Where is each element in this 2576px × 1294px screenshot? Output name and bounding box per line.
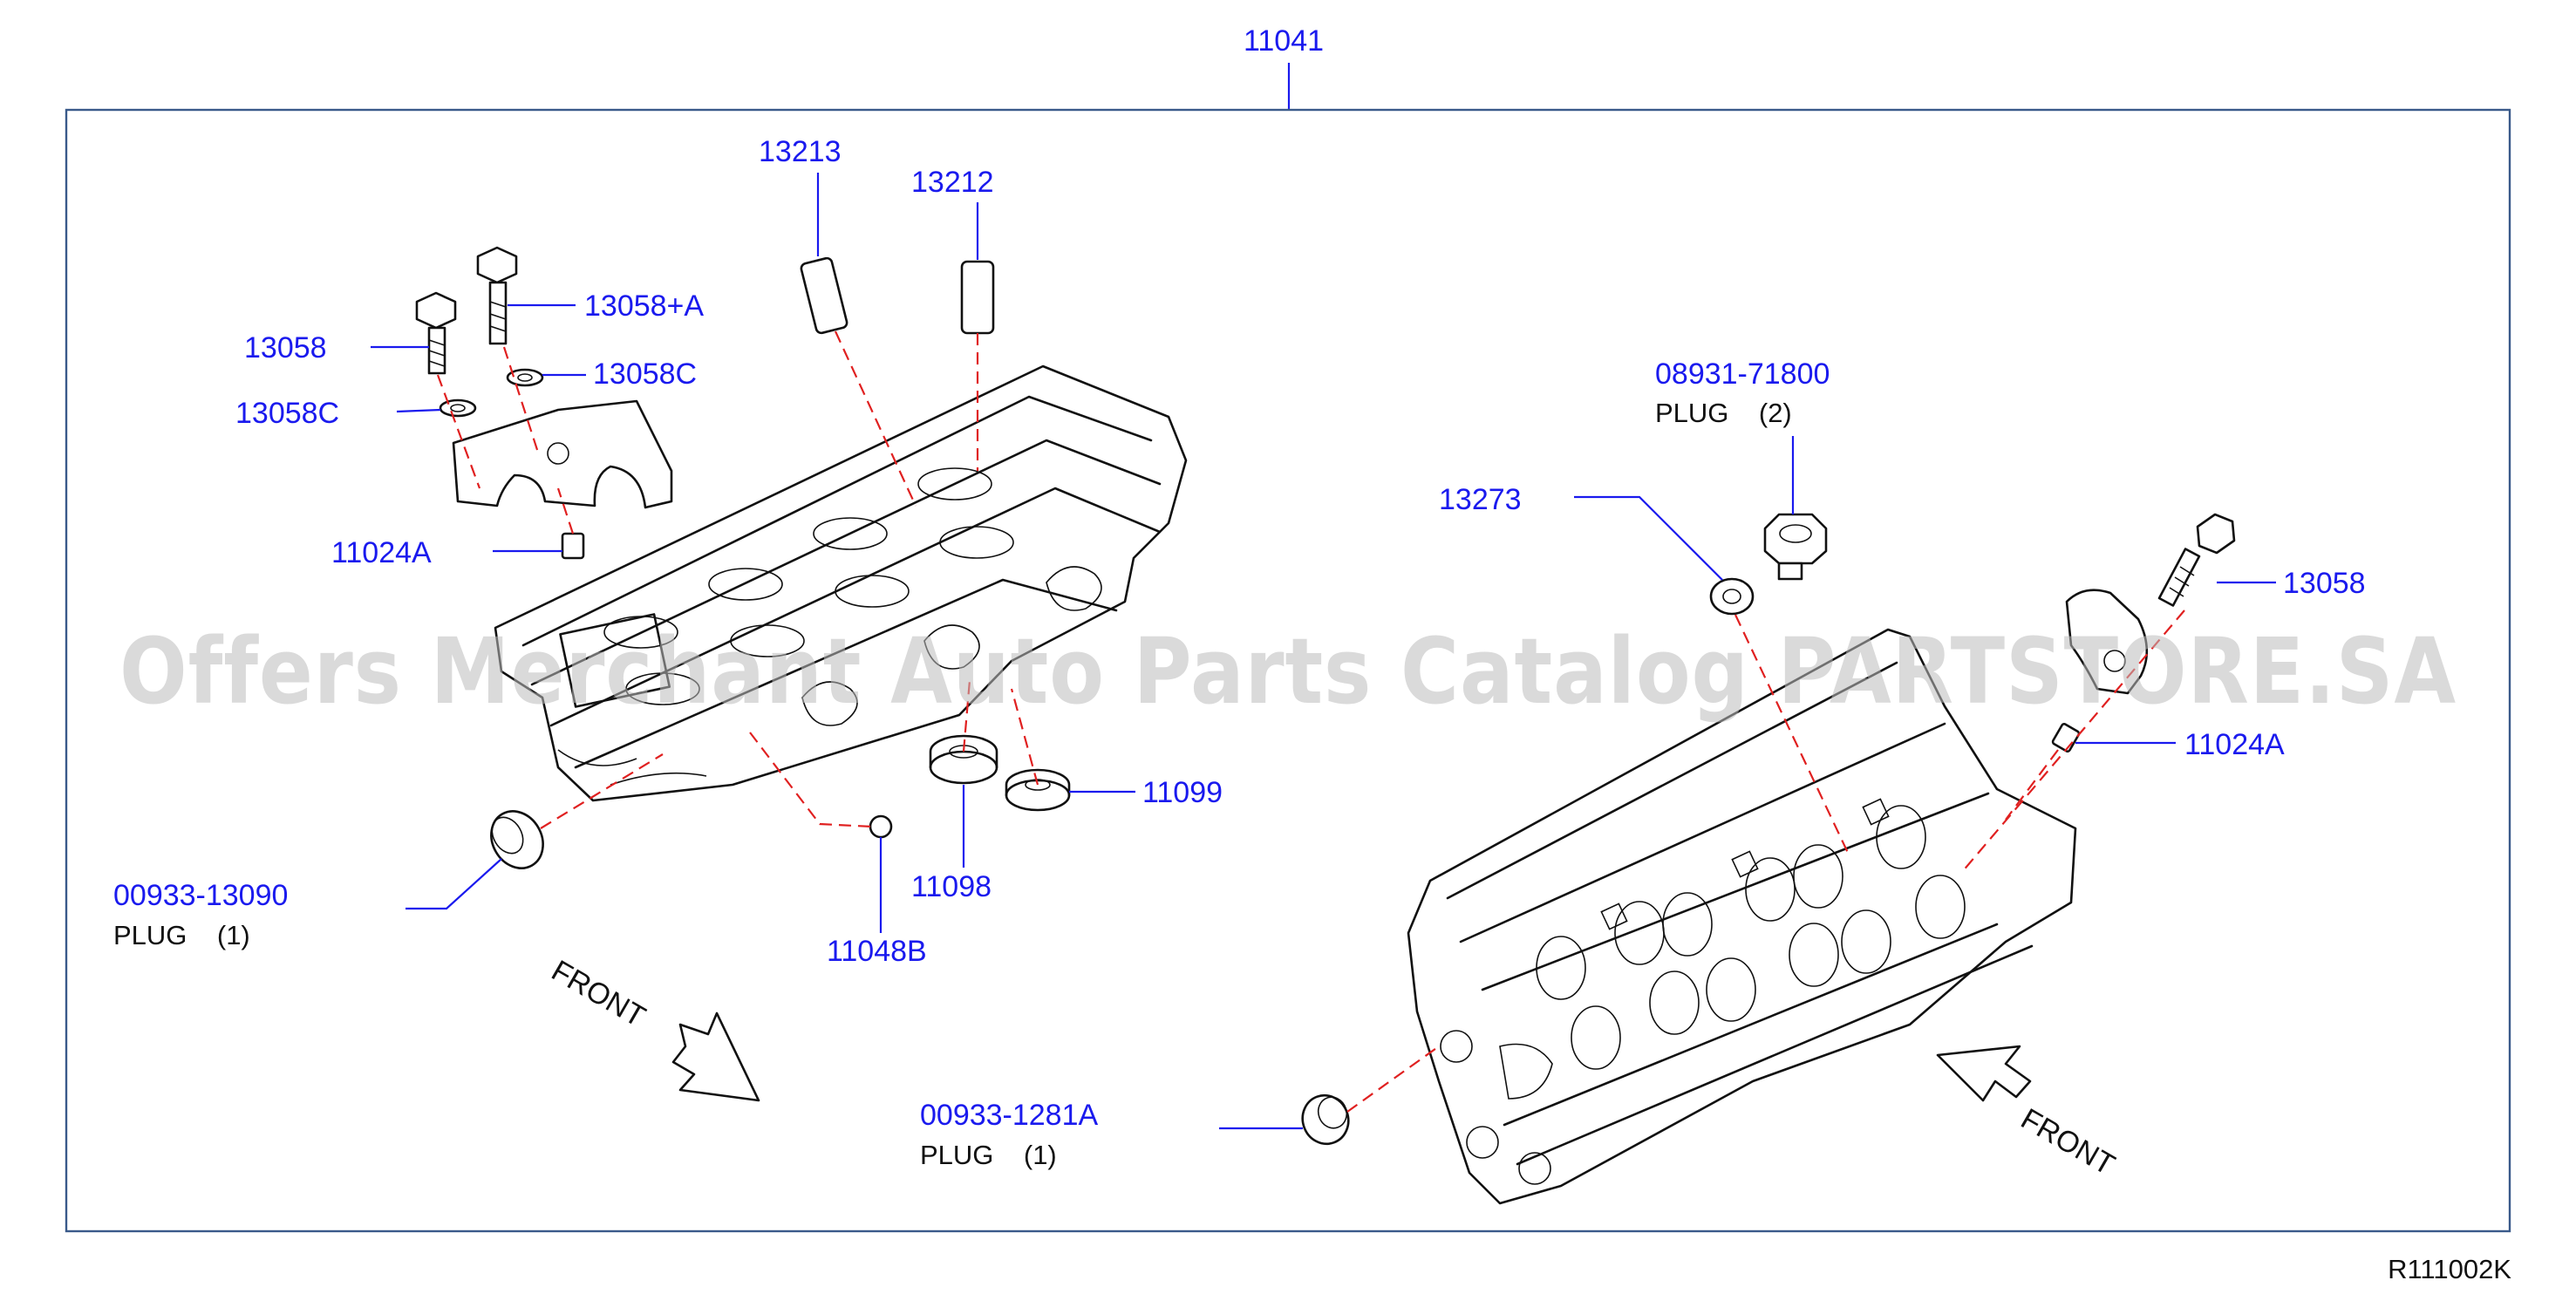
bracket-left[interactable] xyxy=(452,399,673,509)
callout-11098[interactable]: 11098 xyxy=(911,785,992,903)
front-arrow-left: FRONT xyxy=(546,954,760,1102)
svg-text:11024A[interactable]: 11024A xyxy=(331,536,432,569)
washer-13273[interactable] xyxy=(1709,577,1755,616)
callout-11024a-right[interactable]: 11024A xyxy=(2075,728,2285,761)
callout-00933-13090[interactable]: 00933-13090 PLUG (1) xyxy=(113,858,502,950)
callout-11099[interactable]: 11099 xyxy=(1069,776,1223,809)
ball-11048b[interactable] xyxy=(869,814,893,839)
svg-text:13212[interactable]: 13212 xyxy=(911,166,994,199)
svg-text:13058[interactable]: 13058 xyxy=(244,331,327,364)
svg-text:13058C[interactable]: 13058C xyxy=(593,358,697,391)
callout-00933-1281a[interactable]: 00933-1281A PLUG (1) xyxy=(920,1099,1303,1170)
callout-13058a[interactable]: 13058+A xyxy=(508,289,704,323)
callout-13058c-left[interactable]: 13058C xyxy=(235,397,441,430)
callout-13213[interactable]: 13213 xyxy=(759,135,842,256)
watermark-text: Offers Merchant Auto Parts Catalog PARTS… xyxy=(119,618,2457,725)
callout-11024a-left[interactable]: 11024A xyxy=(331,536,562,569)
svg-text:13273[interactable]: 13273 xyxy=(1439,483,1522,516)
callout-11048b[interactable]: 11048B xyxy=(827,837,927,968)
left-cylinder-head[interactable] xyxy=(494,364,1188,802)
plug-desc-1: PLUG (1) xyxy=(113,920,250,950)
left-dashed-lines xyxy=(436,330,1039,829)
diagram-code: R111002K xyxy=(2388,1254,2511,1284)
bolt-13058-right[interactable] xyxy=(2157,513,2236,607)
svg-text:11024A[interactable]: 11024A xyxy=(2184,728,2285,761)
plug-08931-71800[interactable] xyxy=(1763,513,1828,581)
washer-13058c-right[interactable] xyxy=(506,368,544,387)
svg-text:00933-1281A[interactable]: 00933-1281A xyxy=(920,1099,1099,1132)
right-cylinder-head[interactable] xyxy=(1407,628,2077,1205)
plug-desc-3: PLUG (1) xyxy=(920,1140,1057,1170)
front-arrow-right: FRONT xyxy=(1936,1045,2120,1182)
callout-13058-right[interactable]: 13058 xyxy=(2217,567,2366,600)
bolt-13058-left[interactable] xyxy=(415,291,457,375)
plug-00933-13090[interactable] xyxy=(481,802,553,878)
front-label-left: FRONT xyxy=(546,954,651,1033)
dowel-11024a-left[interactable] xyxy=(561,532,585,560)
callout-13273[interactable]: 13273 xyxy=(1439,483,1723,581)
right-dashed-lines xyxy=(1346,610,2185,1113)
front-label-right: FRONT xyxy=(2015,1102,2120,1182)
seal-11099[interactable] xyxy=(1005,768,1071,812)
plug-00933-1281a[interactable] xyxy=(1296,1089,1355,1150)
svg-text:11098[interactable]: 11098 xyxy=(911,870,992,903)
washer-13058c-left[interactable] xyxy=(439,398,477,418)
callout-08931-71800[interactable]: 08931-71800 PLUG (2) xyxy=(1655,358,1830,514)
svg-text:13213[interactable]: 13213 xyxy=(759,135,842,168)
svg-text:08931-71800[interactable]: 08931-71800 xyxy=(1655,358,1830,391)
callout-13212[interactable]: 13212 xyxy=(911,166,994,260)
svg-text:13058+A[interactable]: 13058+A xyxy=(584,289,704,323)
svg-text:11099[interactable]: 11099 xyxy=(1142,776,1223,809)
plug-desc-2: PLUG (2) xyxy=(1655,398,1792,428)
bolt-13058a[interactable] xyxy=(476,246,518,345)
dowel-11024a-right[interactable] xyxy=(2051,723,2081,753)
assembly-frame xyxy=(65,108,2511,1233)
svg-text:13058C[interactable]: 13058C xyxy=(235,397,339,430)
callout-13058c-right[interactable]: 13058C xyxy=(542,358,697,391)
assembly-number[interactable]: 11041 xyxy=(1244,24,1324,58)
callout-13058-left[interactable]: 13058 xyxy=(244,331,429,364)
guide-13212[interactable] xyxy=(960,260,995,335)
svg-text:13058[interactable]: 13058 xyxy=(2283,567,2366,600)
svg-text:00933-13090[interactable]: 00933-13090 xyxy=(113,879,288,912)
svg-text:11048B[interactable]: 11048B xyxy=(827,935,927,968)
guide-13213[interactable] xyxy=(800,256,848,335)
